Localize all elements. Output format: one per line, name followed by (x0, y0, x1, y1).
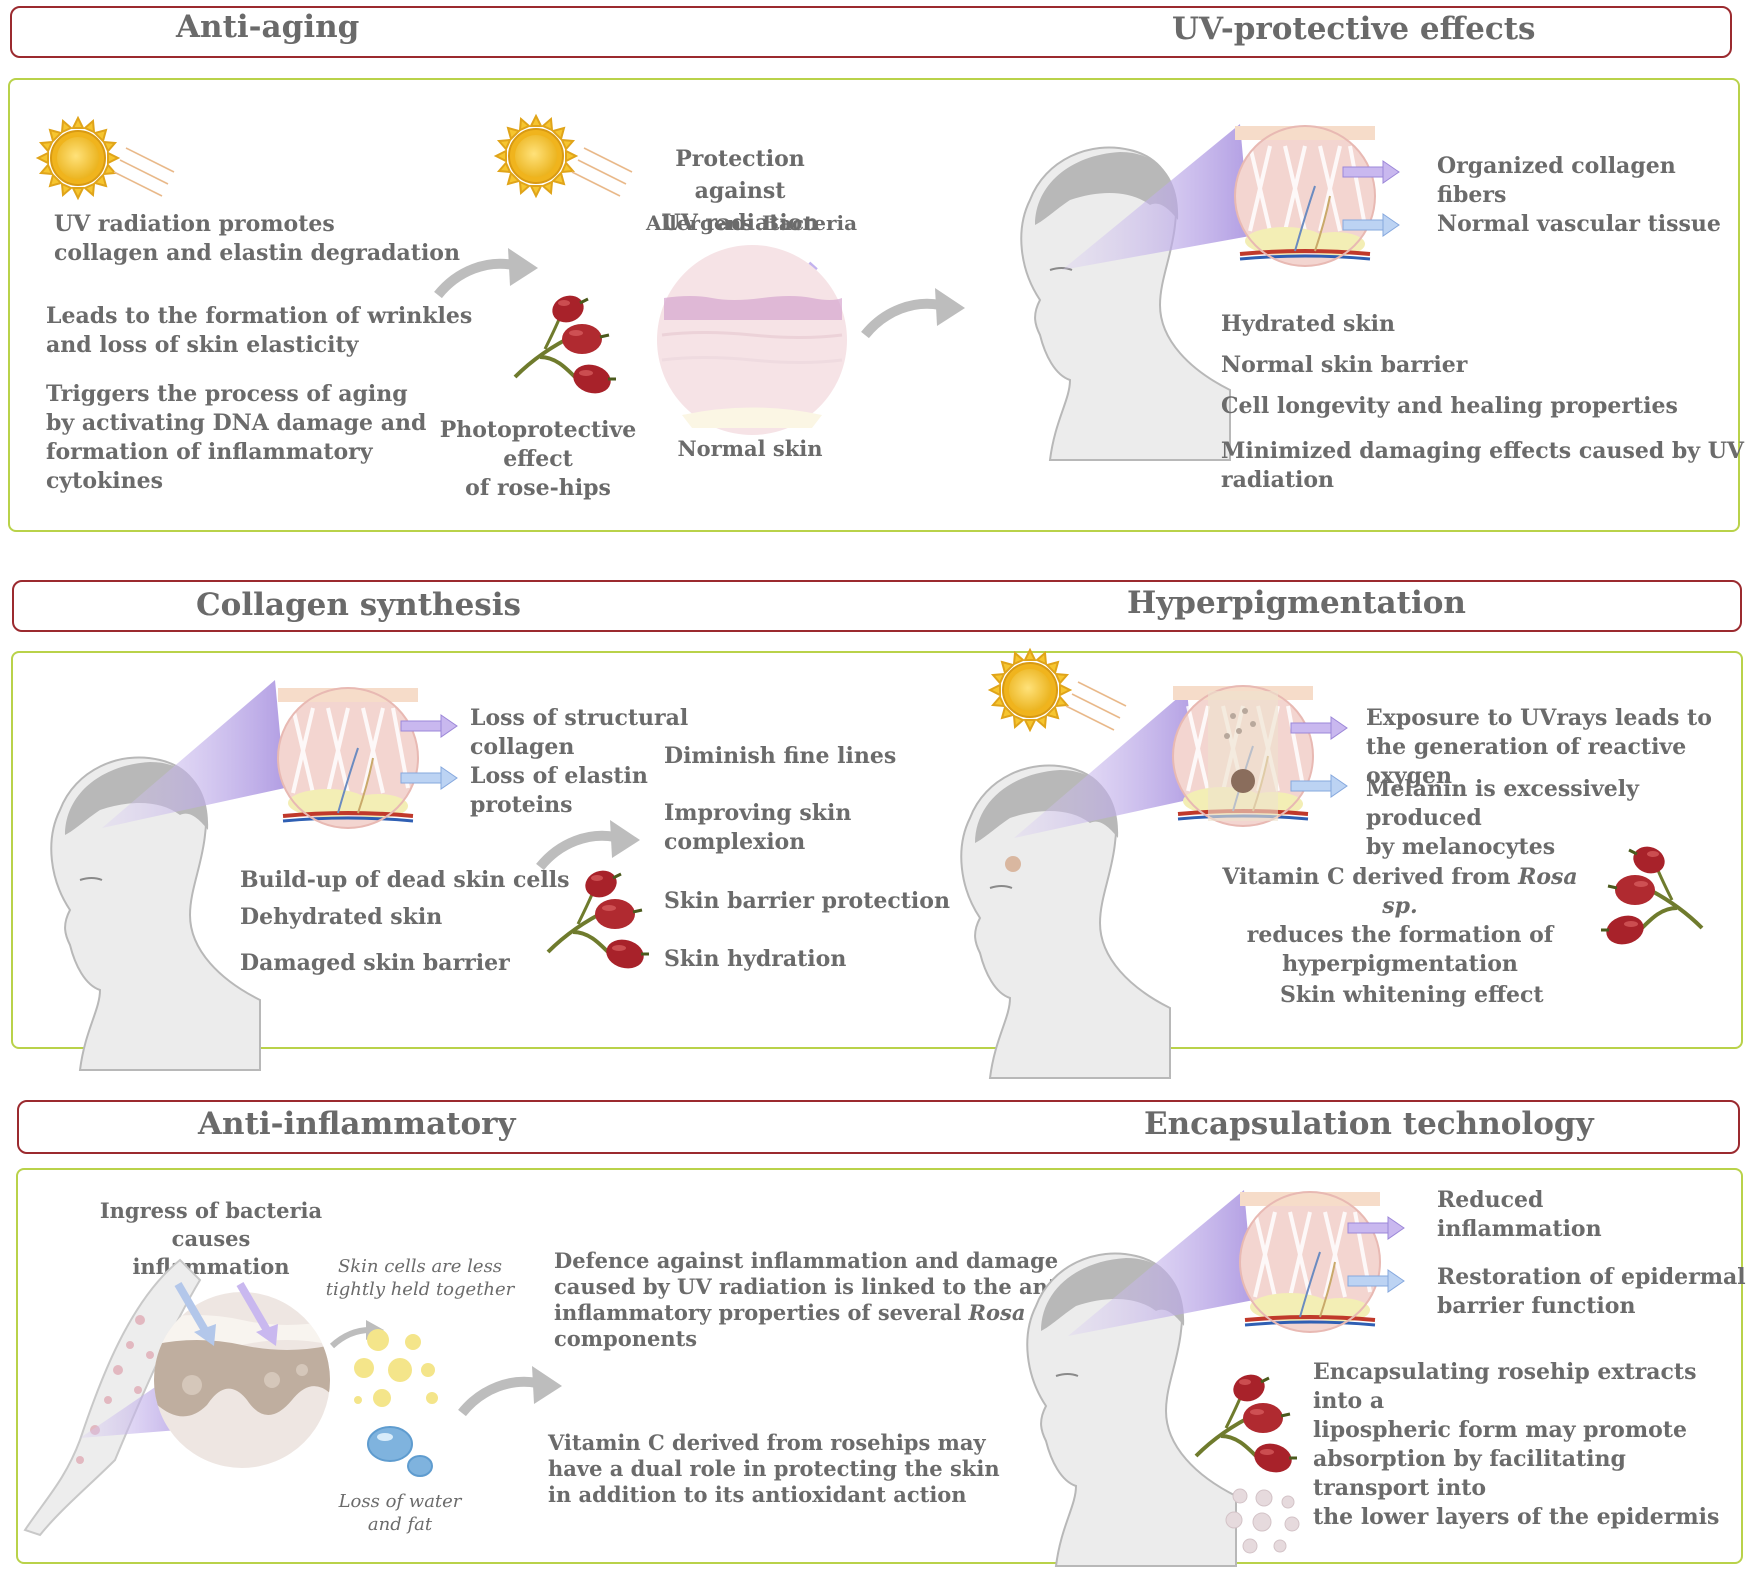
rosehip-icon (513, 289, 618, 400)
arrow-right-icon (1342, 213, 1400, 237)
skin-cross-section-icon (1233, 124, 1377, 268)
rosehip-icon (1194, 1368, 1299, 1479)
arm-icon (23, 1258, 202, 1537)
arrow-right-icon (1290, 774, 1348, 798)
rosehip-icon (1599, 840, 1704, 951)
label-allergens: Allergens (646, 211, 753, 235)
text-longevity: Cell longevity and healing properties (1221, 393, 1678, 419)
lipid-droplets-icon (354, 1329, 438, 1407)
section-header-row3 (17, 1100, 1740, 1154)
title-anti-aging: Anti-aging (176, 9, 360, 45)
title-anti-inflammatory: Anti-inflammatory (198, 1106, 516, 1142)
panel-anti-aging-uv (8, 78, 1740, 532)
text-normal-skin: Normal skin (677, 436, 823, 461)
arrow-right-icon (1347, 1269, 1405, 1293)
magnify-beam (102, 680, 285, 828)
water-droplets-icon (367, 1426, 433, 1477)
arrow-right-icon (400, 714, 458, 738)
text-fine-lines: Diminish fine lines (664, 743, 897, 769)
magnify-beam (1068, 1190, 1254, 1336)
text-hydrated: Hydrated skin (1221, 311, 1395, 337)
text-barrier: Normal skin barrier (1221, 352, 1468, 378)
curved-arrow-icon (462, 1366, 572, 1426)
text-dehydrated: Dehydrated skin (240, 904, 443, 930)
title-encapsulation: Encapsulation technology (1144, 1106, 1594, 1142)
magnify-beam (1062, 124, 1250, 270)
text-dead-cells: Build-up of dead skin cells (240, 867, 570, 893)
arrow-right-icon (1290, 716, 1348, 740)
skin-melanocyte-icon (1171, 684, 1315, 828)
section-header-row1 (10, 6, 1732, 58)
arrow-right-icon (400, 766, 458, 790)
skin-layer-diagram (657, 245, 847, 435)
skin-cross-section-icon (1238, 1190, 1382, 1334)
text-organized-collagen: Organized collagen fibers (1437, 153, 1676, 208)
text-whitening: Skin whitening effect (1280, 982, 1544, 1008)
title-uv-protective: UV-protective effects (1172, 11, 1536, 47)
pigment-spot-icon (1005, 856, 1021, 872)
curved-arrow-icon (865, 288, 975, 348)
skin-cross-section-icon (276, 686, 420, 830)
title-hyperpigmentation: Hyperpigmentation (1127, 585, 1466, 621)
text-damaged-barrier: Damaged skin barrier (240, 950, 510, 976)
sun-icon (37, 117, 175, 199)
bacteria-arrows-icon (174, 1281, 278, 1346)
section-header-row2 (12, 580, 1742, 632)
text-vascular: Normal vascular tissue (1437, 211, 1721, 237)
sun-icon (495, 115, 633, 197)
arrow-right-icon (1347, 1216, 1405, 1240)
text-barrier-protection: Skin barrier protection (664, 888, 950, 914)
arrow-right-icon (1342, 160, 1400, 184)
text-hydration: Skin hydration (664, 946, 847, 972)
label-bacteria: Bacteria (762, 211, 858, 235)
text-vitamin-c-rosa: Vitamin C derived from Rosa sp.reduces t… (1222, 864, 1578, 977)
inflamed-skin-icon (154, 1292, 330, 1468)
rosehip-icon (546, 864, 651, 975)
liposphere-icon (1225, 1488, 1300, 1554)
title-collagen: Collagen synthesis (196, 587, 521, 623)
magnify-beam (1014, 690, 1197, 838)
